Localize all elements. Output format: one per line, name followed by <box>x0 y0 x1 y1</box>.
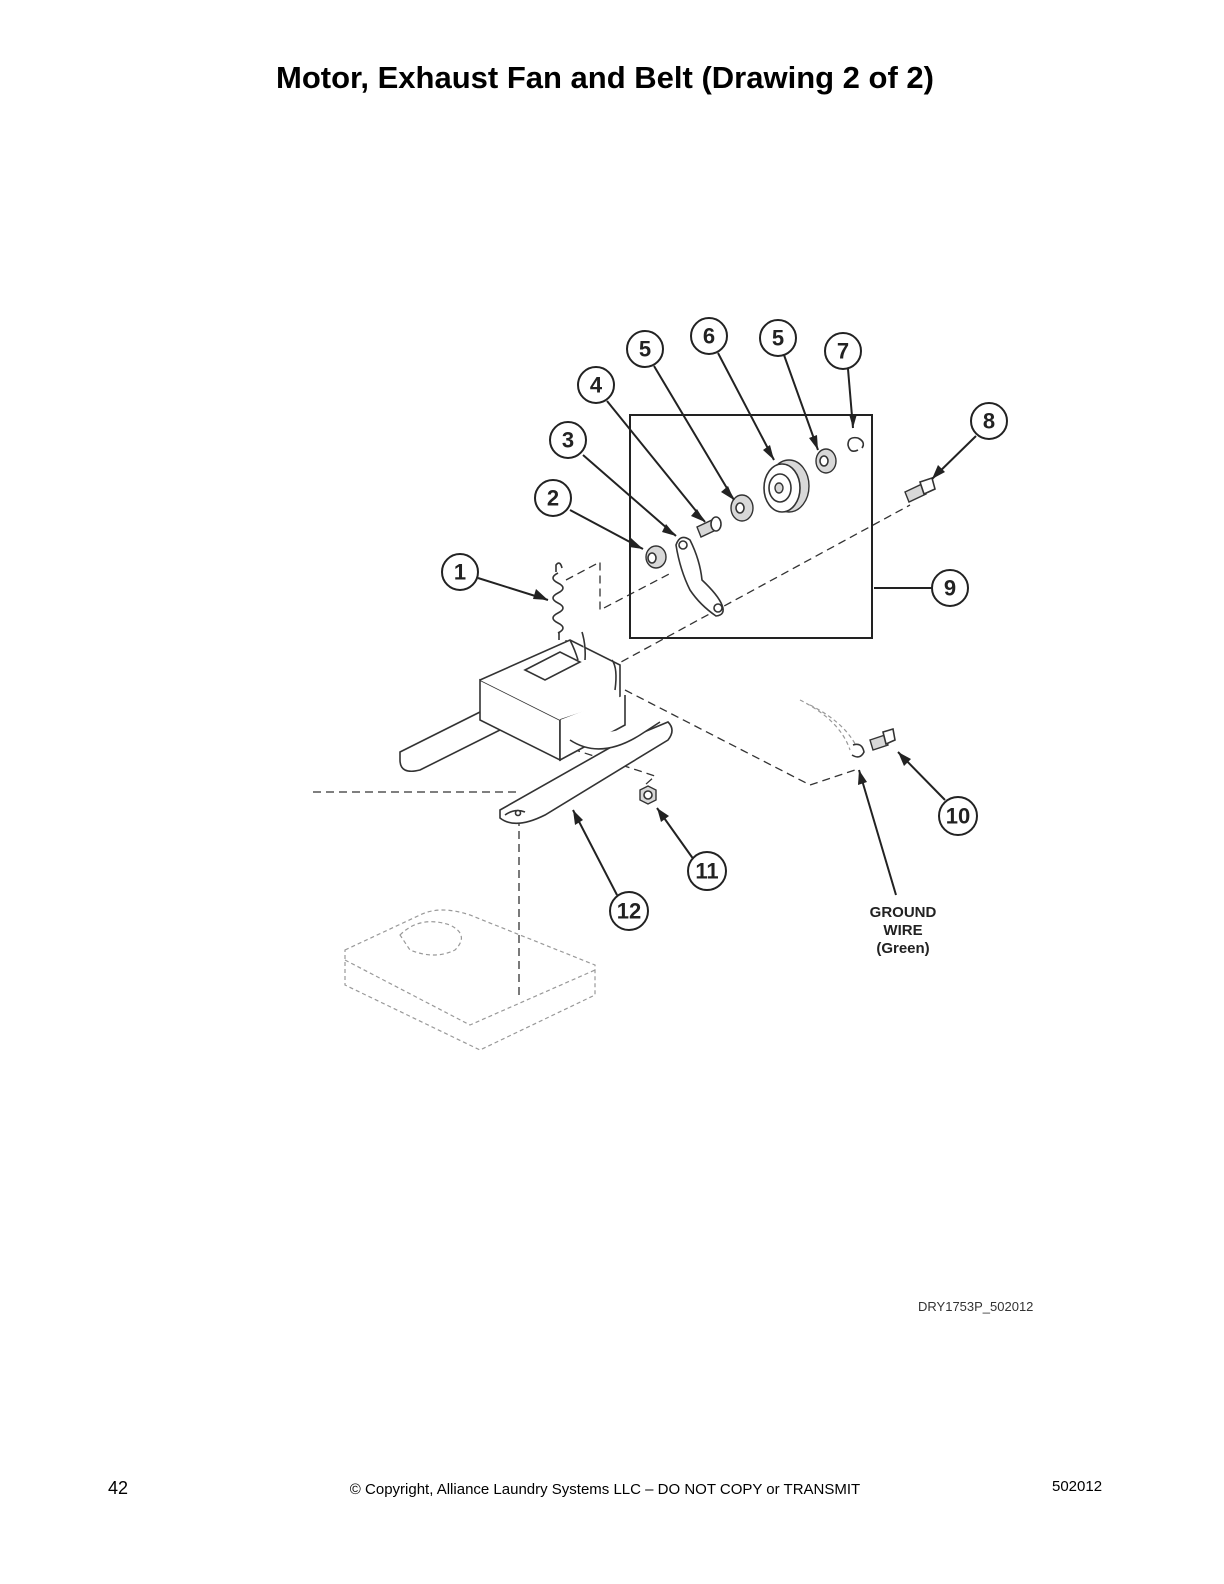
callout-number: 9 <box>944 576 956 601</box>
callout-number: 1 <box>454 560 466 585</box>
washer-part-a <box>730 494 754 522</box>
callout-7: 7 <box>824 332 862 370</box>
callout-number: 3 <box>562 428 574 453</box>
callout-number: 10 <box>946 804 970 829</box>
callout-number: 6 <box>703 324 715 349</box>
page-number: 42 <box>108 1478 129 1498</box>
screw-part <box>904 476 936 503</box>
callout-10: 10 <box>938 796 978 836</box>
ground-wire-line-3: (Green) <box>876 940 929 957</box>
motor-mount-bracket-part <box>399 631 673 825</box>
callout-number: 12 <box>617 899 641 924</box>
callout-11: 11 <box>687 851 727 891</box>
callout-3: 3 <box>549 421 587 459</box>
spring-part <box>552 562 564 640</box>
ground-wire-line-2: WIRE <box>883 922 922 939</box>
bushing-part <box>645 545 667 569</box>
idler-arm-part <box>675 536 724 617</box>
callout-number: 11 <box>695 859 718 884</box>
callout-1: 1 <box>441 553 479 591</box>
assembly-dashed-lines <box>313 504 911 1000</box>
callout-5a: 5 <box>626 330 664 368</box>
callout-number: 4 <box>590 373 603 398</box>
callout-2: 2 <box>534 479 572 517</box>
callout-6: 6 <box>690 317 728 355</box>
page-title: Motor, Exhaust Fan and Belt (Drawing 2 o… <box>276 60 934 95</box>
nut-part <box>639 785 657 805</box>
copyright-notice: © Copyright, Alliance Laundry Systems LL… <box>349 1481 861 1498</box>
shoulder-bolt-part <box>696 516 722 538</box>
callout-number: 5 <box>772 326 784 351</box>
ground-screw-part <box>851 727 896 758</box>
callout-12: 12 <box>609 891 649 931</box>
washer-part-b <box>815 448 837 474</box>
callout-number: 2 <box>547 486 559 511</box>
callout-4: 4 <box>577 366 615 404</box>
callout-8: 8 <box>970 402 1008 440</box>
document-number: 502012 <box>1052 1478 1103 1495</box>
retaining-ring-part <box>847 436 865 452</box>
callout-leaders <box>477 352 977 896</box>
ground-wire-line-1: GROUND <box>870 904 937 921</box>
callout-9: 9 <box>931 569 969 607</box>
ground-wire-label: GROUND WIRE (Green) <box>870 904 937 957</box>
callout-number: 8 <box>983 409 995 434</box>
assembly-bracket <box>629 414 873 639</box>
idler-pulley-part <box>763 459 810 513</box>
callout-number: 5 <box>639 337 651 362</box>
callout-number: 7 <box>837 339 849 364</box>
callout-5b: 5 <box>759 319 797 357</box>
drawing-id: DRY1753P_502012 <box>918 1299 1034 1314</box>
